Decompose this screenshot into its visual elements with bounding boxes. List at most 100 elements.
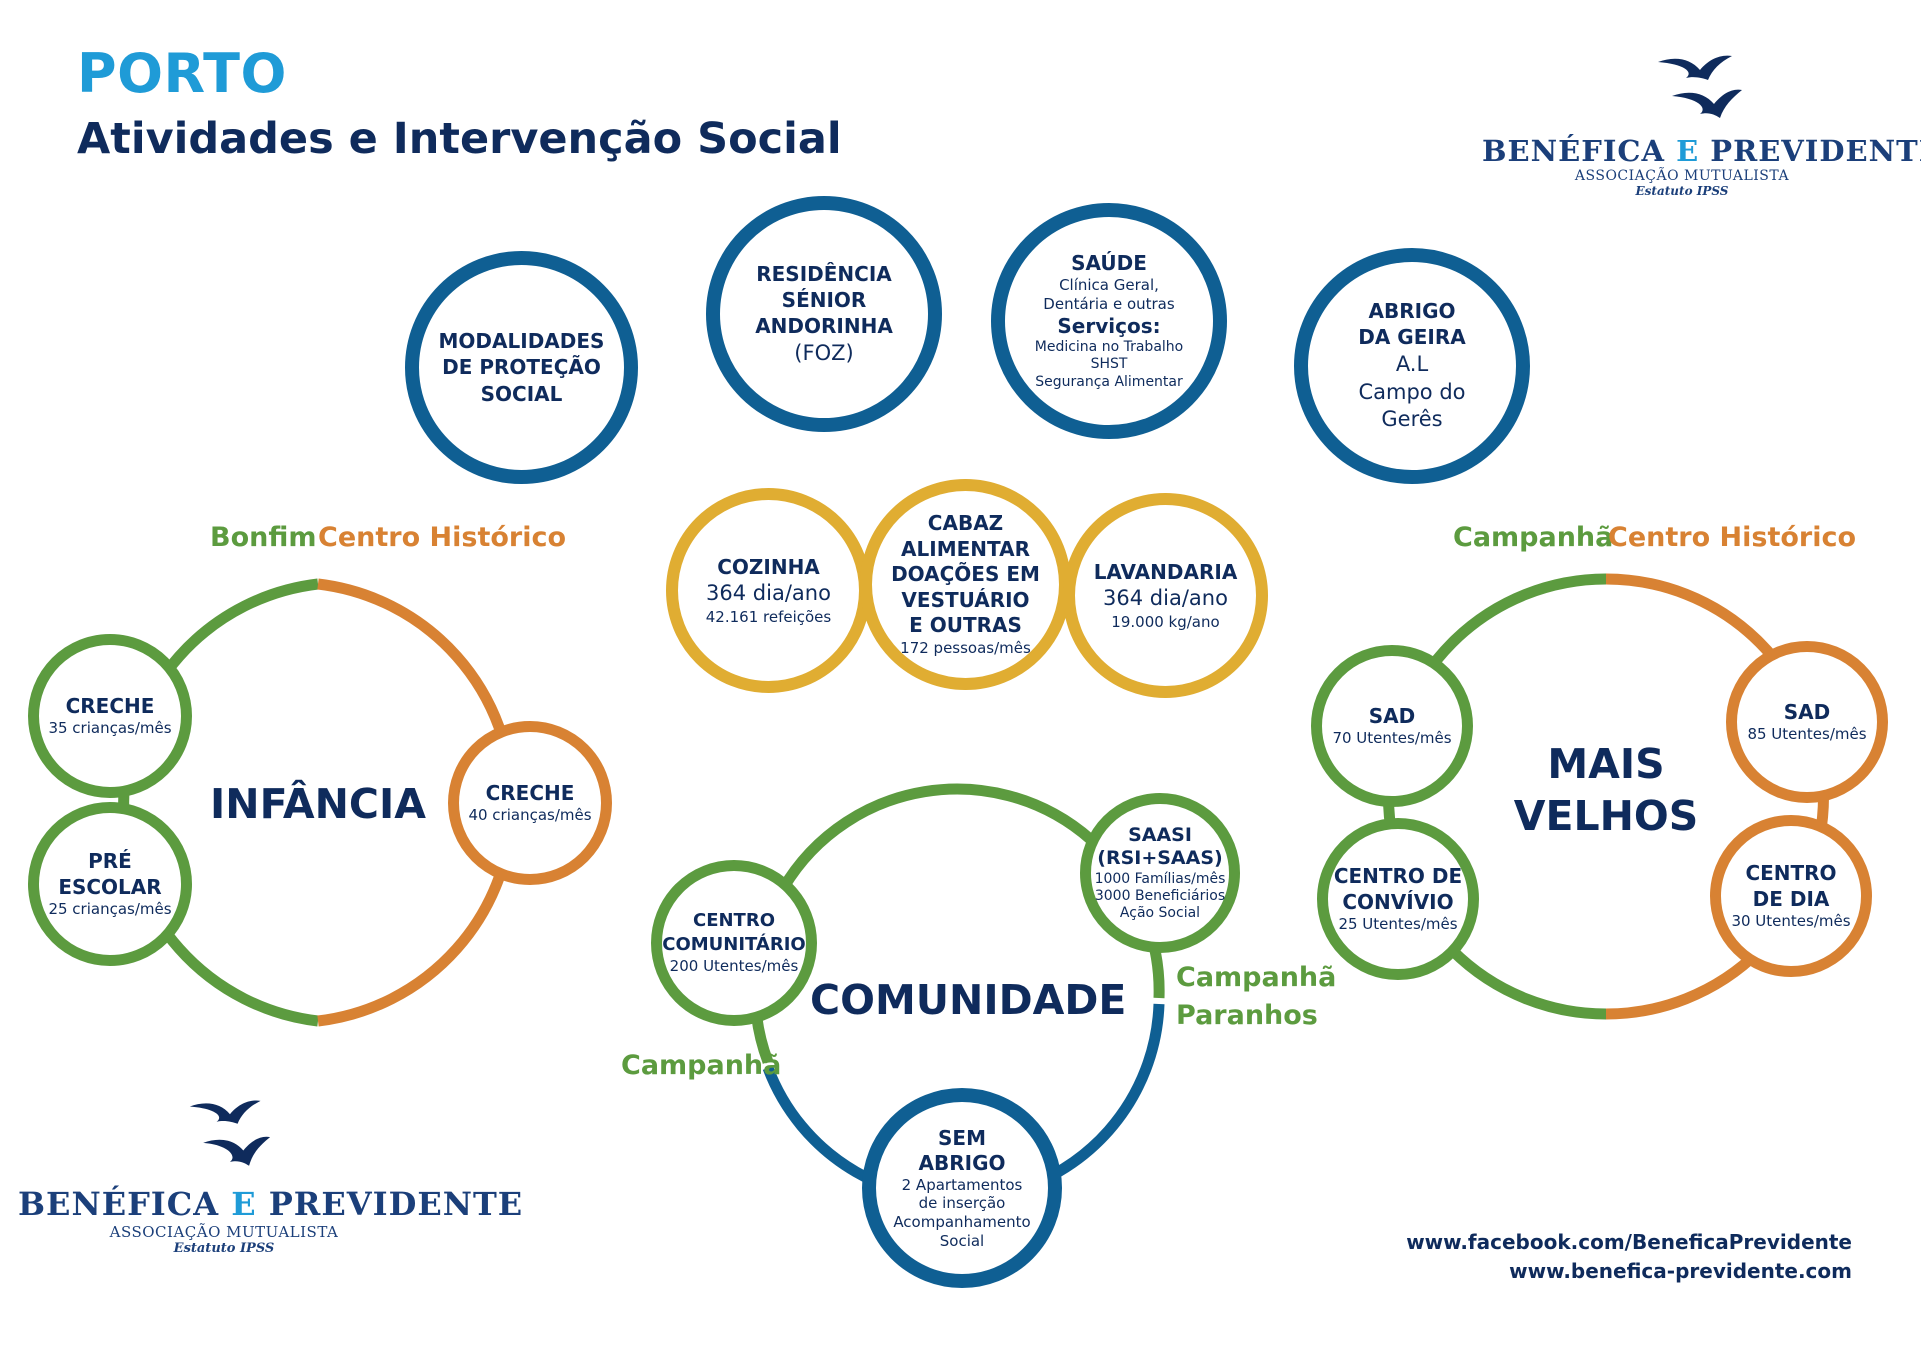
residencia-line2: SÉNIOR (781, 287, 867, 312)
centro-convivio-circle: CENTRO DE CONVÍVIO 25 Utentes/mês (1317, 818, 1479, 980)
creche-centro-circle: CRECHE 40 crianças/mês (448, 721, 612, 885)
centro-dia-stat: 30 Utentes/mês (1731, 912, 1851, 931)
saasi-line1: SAASI (1128, 824, 1192, 847)
sad-centro-stat: 85 Utentes/mês (1747, 725, 1867, 744)
logo-bottom-left: BENÉFICA E PREVIDENTE ASSOCIAÇÃO MUTUALI… (18, 1095, 524, 1256)
pre-escolar-stat: 25 crianças/mês (48, 900, 172, 919)
mais-velhos-tag-centro-historico: Centro Histórico (1608, 522, 1857, 553)
infancia-tag-centro-historico: Centro Histórico (318, 522, 567, 553)
abrigo-geira-circle: ABRIGO DA GEIRA A.L Campo do Gerês (1294, 248, 1530, 484)
abrigo-line5: Gerês (1381, 407, 1443, 432)
creche-centro-title: CRECHE (485, 780, 575, 805)
cabaz-circle: CABAZ ALIMENTAR DOAÇÕES EM VESTUÁRIO E O… (860, 479, 1071, 690)
centro-convivio-line1: CENTRO DE (1333, 863, 1463, 888)
logo-brand-name: BENÉFICA E PREVIDENTE (18, 1185, 524, 1223)
sem-abrigo-line2: ABRIGO (918, 1150, 1006, 1175)
infancia-label: INFÂNCIA (210, 780, 426, 828)
centro-dia-line1: CENTRO (1745, 860, 1837, 885)
pre-escolar-circle: PRÉ ESCOLAR 25 crianças/mês (28, 802, 192, 966)
abrigo-line4: Campo do (1358, 379, 1466, 404)
centro-comunitario-line2: COMUNITÁRIO (662, 934, 806, 956)
lavandaria-rate: 364 dia/ano (1103, 585, 1228, 610)
comunidade-label: COMUNIDADE (810, 976, 1127, 1024)
logo-status: Estatuto IPSS (1635, 184, 1729, 198)
page-title: PORTO (77, 42, 287, 105)
saude-item2: SHST (1090, 356, 1128, 372)
saasi-stat3: Ação Social (1119, 904, 1201, 921)
saude-title: SAÚDE (1071, 251, 1147, 275)
residencia-circle: RESIDÊNCIA SÉNIOR ANDORINHA (FOZ) (706, 196, 942, 432)
modalidades-line1: MODALIDADES (438, 328, 605, 353)
saude-circle: SAÚDE Clínica Geral, Dentária e outras S… (991, 203, 1227, 439)
abrigo-line1: ABRIGO (1368, 299, 1456, 324)
lavandaria-circle: LAVANDARIA 364 dia/ano 19.000 kg/ano (1063, 493, 1268, 698)
saude-detail2: Dentária e outras (1043, 294, 1175, 313)
abrigo-line3: A.L (1395, 351, 1429, 376)
creche-bonfim-circle: CRECHE 35 crianças/mês (28, 634, 192, 798)
infancia-tag-bonfim: Bonfim (210, 522, 317, 553)
cozinha-stat: 42.161 refeições (705, 607, 832, 626)
sad-centro-title: SAD (1783, 699, 1831, 724)
saasi-circle: SAASI (RSI+SAAS) 1000 Famílias/mês 3000 … (1080, 793, 1240, 953)
footer-links: www.facebook.com/BeneficaPrevidente www.… (1406, 1228, 1852, 1286)
modalidades-circle: MODALIDADES DE PROTEÇÃO SOCIAL (405, 251, 638, 484)
abrigo-line2: DA GEIRA (1358, 325, 1466, 350)
sem-abrigo-stat1: 2 Apartamentos (901, 1175, 1023, 1194)
saasi-stat1: 1000 Famílias/mês (1094, 870, 1226, 887)
sad-campanha-circle: SAD 70 Utentes/mês (1311, 645, 1473, 807)
logo-association: ASSOCIAÇÃO MUTUALISTA (109, 1223, 339, 1241)
modalidades-line2: DE PROTEÇÃO (442, 355, 601, 380)
comunidade-tag-paranhos: Paranhos (1176, 1000, 1318, 1031)
residencia-line1: RESIDÊNCIA (756, 261, 892, 286)
swallow-birds-icon (189, 1100, 271, 1166)
logo-status: Estatuto IPSS (173, 1241, 275, 1256)
residencia-line3: ANDORINHA (755, 314, 893, 339)
saude-subtitle: Serviços: (1057, 313, 1161, 338)
centro-dia-line2: DE DIA (1752, 887, 1830, 912)
sem-abrigo-stat2: de inserção (918, 1194, 1006, 1213)
logo-top-right: BENÉFICA E PREVIDENTE ASSOCIAÇÃO MUTUALI… (1482, 52, 1921, 198)
comunidade-tag-campanha-left: Campanhã (621, 1050, 782, 1081)
saasi-line2: (RSI+SAAS) (1097, 847, 1223, 870)
saude-item1: Medicina no Trabalho (1034, 338, 1184, 355)
sem-abrigo-stat4: Social (939, 1231, 985, 1250)
centro-convivio-line2: CONVÍVIO (1342, 890, 1454, 915)
comunidade-tag-campanha-right: Campanhã (1176, 962, 1337, 993)
creche-bonfim-title: CRECHE (65, 693, 155, 718)
page-subtitle: Atividades e Intervenção Social (77, 114, 842, 164)
creche-centro-stat: 40 crianças/mês (468, 806, 592, 825)
lavandaria-title: LAVANDARIA (1093, 559, 1238, 584)
facebook-link[interactable]: www.facebook.com/BeneficaPrevidente (1406, 1230, 1852, 1254)
sem-abrigo-stat3: Acompanhamento (893, 1213, 1031, 1231)
centro-comunitario-line1: CENTRO (692, 910, 775, 932)
modalidades-line3: SOCIAL (480, 381, 563, 406)
cozinha-rate: 364 dia/ano (706, 580, 831, 605)
cabaz-line5: E OUTRAS (909, 613, 1022, 638)
cozinha-title: COZINHA (717, 554, 820, 579)
saude-item3: Segurança Alimentar (1035, 373, 1183, 390)
logo-association: ASSOCIAÇÃO MUTUALISTA (1574, 168, 1790, 184)
logo-brand-name: BENÉFICA E PREVIDENTE (1482, 134, 1921, 168)
centro-comunitario-stat: 200 Utentes/mês (669, 956, 799, 975)
mais-velhos-label-line2: VELHOS (1513, 792, 1699, 841)
sad-campanha-stat: 70 Utentes/mês (1332, 729, 1452, 748)
mais-velhos-label-line1: MAIS (1547, 740, 1665, 788)
centro-dia-circle: CENTRO DE DIA 30 Utentes/mês (1710, 815, 1872, 977)
cabaz-line3: DOAÇÕES EM (891, 562, 1040, 587)
website-link[interactable]: www.benefica-previdente.com (1509, 1259, 1852, 1283)
swallow-birds-icon (1658, 55, 1742, 118)
cabaz-line2: ALIMENTAR (901, 536, 1030, 561)
mais-velhos-tag-campanha: Campanhã (1453, 522, 1614, 553)
sad-centro-circle: SAD 85 Utentes/mês (1726, 641, 1888, 803)
pre-escolar-line1: PRÉ (88, 848, 132, 873)
sem-abrigo-line1: SEM (938, 1125, 986, 1150)
creche-bonfim-stat: 35 crianças/mês (48, 719, 172, 738)
lavandaria-stat: 19.000 kg/ano (1111, 612, 1220, 631)
mais-velhos-label: MAIS VELHOS (1486, 738, 1726, 843)
cabaz-line4: VESTUÁRIO (901, 587, 1030, 612)
saasi-stat2: 3000 Beneficiários (1094, 887, 1226, 904)
residencia-line4: (FOZ) (794, 340, 854, 365)
pre-escolar-line2: ESCOLAR (58, 875, 162, 900)
cabaz-line1: CABAZ (927, 510, 1004, 535)
saude-detail1: Clínica Geral, (1059, 276, 1159, 294)
